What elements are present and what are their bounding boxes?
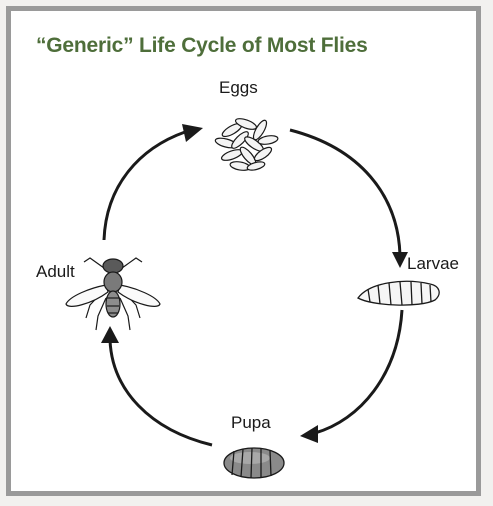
arrowhead-pupa — [300, 425, 318, 443]
arrow-larvae-to-pupa — [315, 310, 402, 433]
pupa-label: Pupa — [231, 413, 271, 433]
eggs-label: Eggs — [219, 78, 258, 98]
arrowhead-adult — [101, 326, 119, 343]
arrowhead-larvae — [392, 252, 408, 268]
eggs-icon — [214, 116, 278, 171]
adult-label: Adult — [36, 262, 75, 282]
arrow-adult-to-eggs — [104, 132, 185, 240]
arrowhead-eggs — [182, 124, 203, 142]
pupa-icon — [224, 448, 284, 478]
arrow-eggs-to-larvae — [290, 130, 400, 255]
fly-icon — [66, 258, 160, 330]
arrow-pupa-to-adult — [110, 340, 212, 445]
larva-icon — [358, 281, 439, 305]
larvae-label: Larvae — [407, 254, 459, 274]
